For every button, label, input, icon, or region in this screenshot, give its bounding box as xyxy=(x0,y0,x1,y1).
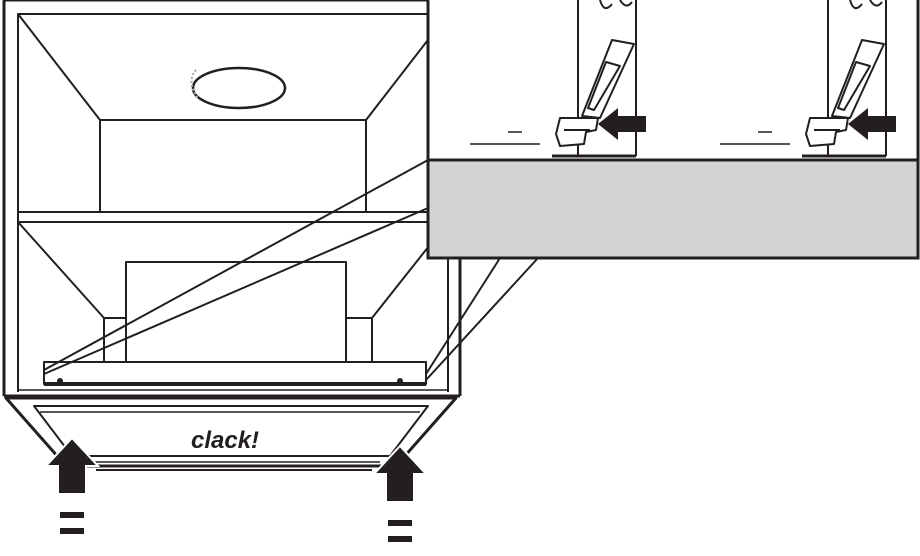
clip-left-bracket xyxy=(581,39,635,119)
arrow-left-icon xyxy=(848,108,896,140)
detail-panel xyxy=(426,0,920,260)
sound-label-bg xyxy=(186,426,278,454)
callout-lines xyxy=(43,159,539,381)
screw-left xyxy=(57,378,63,384)
detail-panel-bg xyxy=(428,0,918,160)
screw-right xyxy=(397,378,403,384)
bottom-rail xyxy=(43,361,427,385)
fan-housing xyxy=(125,261,347,363)
clip-right-foot xyxy=(805,117,849,147)
callout-right-lower xyxy=(425,257,539,381)
hood-right-bracket xyxy=(346,317,373,362)
hood-lower-left-diagonal xyxy=(17,221,105,319)
clip-left-top xyxy=(599,0,633,10)
cabinet-outer-frame xyxy=(2,0,462,396)
clip-left-slot xyxy=(587,61,621,111)
callout-left-lower xyxy=(43,207,429,375)
motion-dash-left-1 xyxy=(60,512,84,518)
exhaust-opening xyxy=(190,66,287,110)
detail-panel-rail xyxy=(426,158,920,260)
motion-dash-left-2 xyxy=(60,528,84,534)
motion-dash-right-1 xyxy=(388,520,412,526)
cabinet xyxy=(2,0,462,398)
arrow-up-left xyxy=(43,436,101,495)
sound-label: clack! xyxy=(191,427,259,454)
arrow-left-icon xyxy=(598,108,646,140)
exhaust-opening-rim xyxy=(191,66,287,110)
hood-rear-wall xyxy=(99,119,367,213)
mounting-clip-icon xyxy=(552,0,637,158)
callout-left-upper xyxy=(43,159,429,371)
callout-right-upper xyxy=(425,257,501,375)
clip-right-bracket xyxy=(831,39,885,119)
arrow-up-icon xyxy=(43,436,101,534)
hood-upper-left-diagonal xyxy=(17,13,101,121)
clip-left-foot xyxy=(555,117,599,147)
arrow-up-right xyxy=(371,444,429,503)
arrow-up-icon xyxy=(371,444,429,542)
mounting-clip-icon xyxy=(802,0,887,158)
filter-tray xyxy=(4,396,458,471)
motion-dash-right-2 xyxy=(388,536,412,542)
clip-right-slot xyxy=(837,61,871,111)
cabinet-inner-frame xyxy=(17,13,449,392)
clip-right-top xyxy=(849,0,883,10)
